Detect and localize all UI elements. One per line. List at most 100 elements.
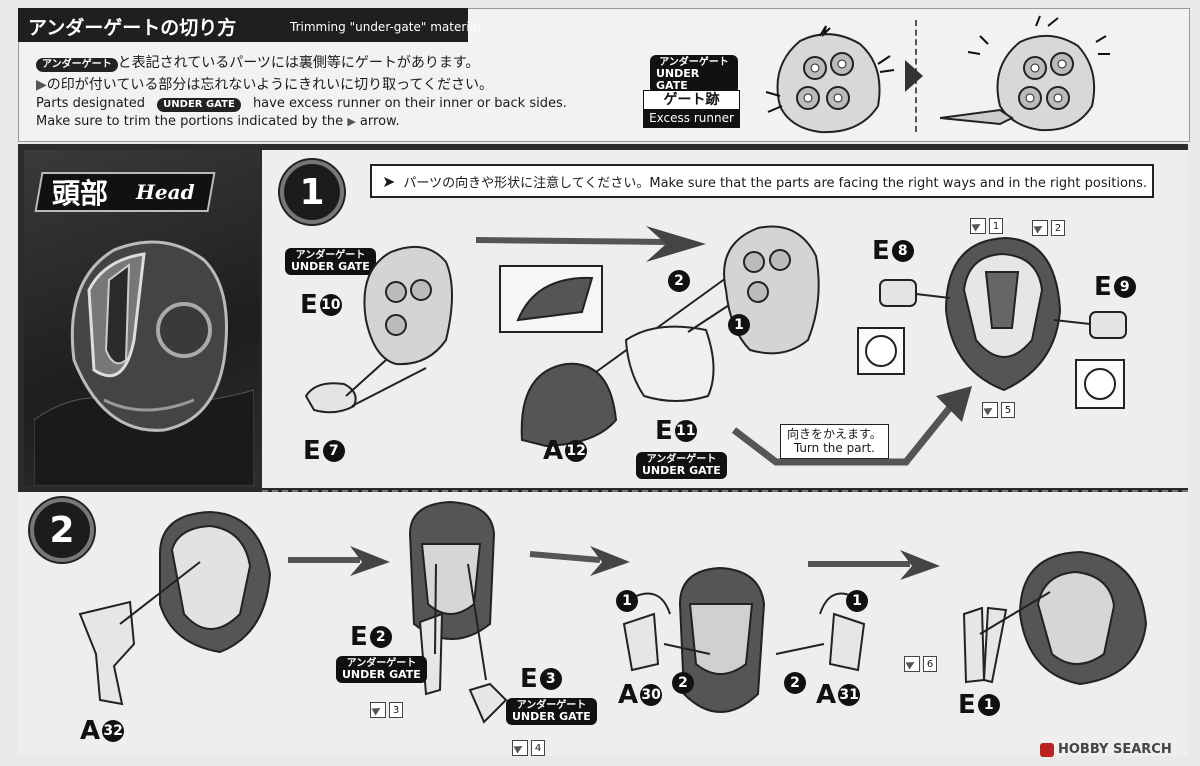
next-arrow-icon [905,60,923,92]
hobby-search-logo-icon [1040,742,1054,757]
step-2-badge: 2 [30,498,94,562]
gate-marker-icon [512,740,528,756]
under-gate-jp: アンダーゲート [346,658,417,669]
section-divider [262,490,1188,494]
play-arrow-icon: ▶ [36,77,47,93]
gate-tag-number: 3 [389,702,403,718]
order-number: 2 [672,672,694,694]
order-mark-1-step1: 1 [728,314,750,336]
part-number: 2 [369,626,392,648]
turn-part-note: 向きをかえます。 Turn the part. [780,424,889,459]
under-gate-badge-en: UNDER GATE [157,98,241,112]
instruction-line-1-text: と表記されているパーツには裏側等にゲートがあります。 [117,55,480,71]
order-mark-1-right: 1 [846,590,868,612]
gate-tag-number: 1 [989,218,1003,234]
order-number: 2 [784,672,806,694]
order-mark-1-left: 1 [616,590,638,612]
header-under-gate-en: UNDER GATE [656,67,700,93]
under-gate-en: UNDER GATE [512,710,591,723]
part-number: 9 [1113,276,1136,298]
gate-tag-number: 2 [1051,220,1065,236]
order-number: 1 [728,314,750,336]
order-mark-2-left: 2 [672,672,694,694]
gate-marker-icon [1032,220,1048,236]
header-under-gate-jp: アンダーゲート [659,57,729,68]
instruction-line-2: ▶の印が付いている部分は忘れないようにきれいに切り取ってください。 [36,74,493,94]
step1-note: ➤ パーツの向きや形状に注意してください。Make sure that the … [370,164,1154,198]
under-gate-jp: アンダーゲート [646,454,717,465]
step1-note-text: パーツの向きや形状に注意してください。Make sure that the pa… [403,175,1148,191]
e2-under-gate-badge: アンダーゲート UNDER GATE [336,656,427,684]
part-number: 1 [977,694,1000,716]
gate-tag-number: 6 [923,656,937,672]
gate-tag-5: 5 [982,402,1015,418]
gate-tag-number: 5 [1001,402,1015,418]
order-mark-2-step1: 2 [668,270,690,292]
part-letter: E [655,416,673,446]
turn-part-en: Turn the part. [793,441,875,456]
gate-marker-icon [904,656,920,672]
excess-runner-label: ゲート跡 Excess runner [643,90,740,128]
instruction-line-3: Parts designated UNDER GATE have excess … [36,96,567,112]
instruction-line-2-text: の印が付いている部分は忘れないようにきれいに切り取ってください。 [46,77,493,93]
instruction-line-4-pre: Make sure to trim the portions indicated… [36,114,344,129]
order-number: 1 [616,590,638,612]
header-under-gate-badge: アンダーゲート UNDER GATE [650,55,738,95]
instruction-line-4: Make sure to trim the portions indicated… [36,114,400,129]
under-gate-en: UNDER GATE [291,260,370,273]
gate-part-illustration-after [940,15,1110,132]
gate-part-illustration-before [765,25,895,134]
gate-marker-icon [982,402,998,418]
excess-runner-jp: ゲート跡 [644,91,739,109]
watermark: HOBBY SEARCH [1040,742,1172,757]
instruction-line-3-post: have excess runner on their inner or bac… [252,96,567,111]
part-number: 12 [565,440,588,462]
step-1-badge: 1 [280,160,344,224]
part-number: 32 [102,720,125,742]
e3-under-gate-badge: アンダーゲート UNDER GATE [506,698,597,726]
part-number: 11 [674,420,697,442]
gate-marker-icon [970,218,986,234]
gate-tag-2: 2 [1032,220,1065,236]
turn-part-jp: 向きをかえます。 [787,427,882,441]
part-number: 8 [891,240,914,262]
play-arrow-icon: ▶ [347,115,356,128]
gate-tag-1: 1 [970,218,1003,234]
watermark-text: HOBBY SEARCH [1058,742,1172,757]
part-letter: E [300,290,318,320]
under-gate-jp: アンダーゲート [516,700,587,711]
excess-runner-en: Excess runner [644,109,739,127]
gate-tag-4: 4 [512,740,545,756]
page-title-jp: アンダーゲートの切り方 [28,17,237,39]
part-letter: A [543,436,564,466]
page-title-en: Trimming "under-gate" material [290,20,481,34]
part-letter: E [303,436,321,466]
part-number: 7 [322,440,345,462]
under-gate-badge-jp: アンダーゲート [36,58,118,72]
e11-under-gate-badge: アンダーゲート UNDER GATE [636,452,727,480]
part-letter: E [520,664,538,694]
part-letter: E [1094,272,1112,302]
part-letter: A [816,680,837,710]
step1-illustration [304,225,1127,466]
under-gate-en: UNDER GATE [342,668,421,681]
section-title-jp: 頭部 [52,177,109,210]
under-gate-en: UNDER GATE [642,464,721,477]
part-letter: A [80,716,101,746]
arrow-icon: ➤ [382,171,396,191]
part-number: 3 [539,668,562,690]
part-letter: E [958,690,976,720]
order-number: 1 [846,590,868,612]
e10-under-gate-badge: アンダーゲート UNDER GATE [285,248,376,276]
instruction-line-4-post: arrow. [359,114,400,129]
part-number: 30 [640,684,663,706]
gate-tag-6: 6 [904,656,937,672]
